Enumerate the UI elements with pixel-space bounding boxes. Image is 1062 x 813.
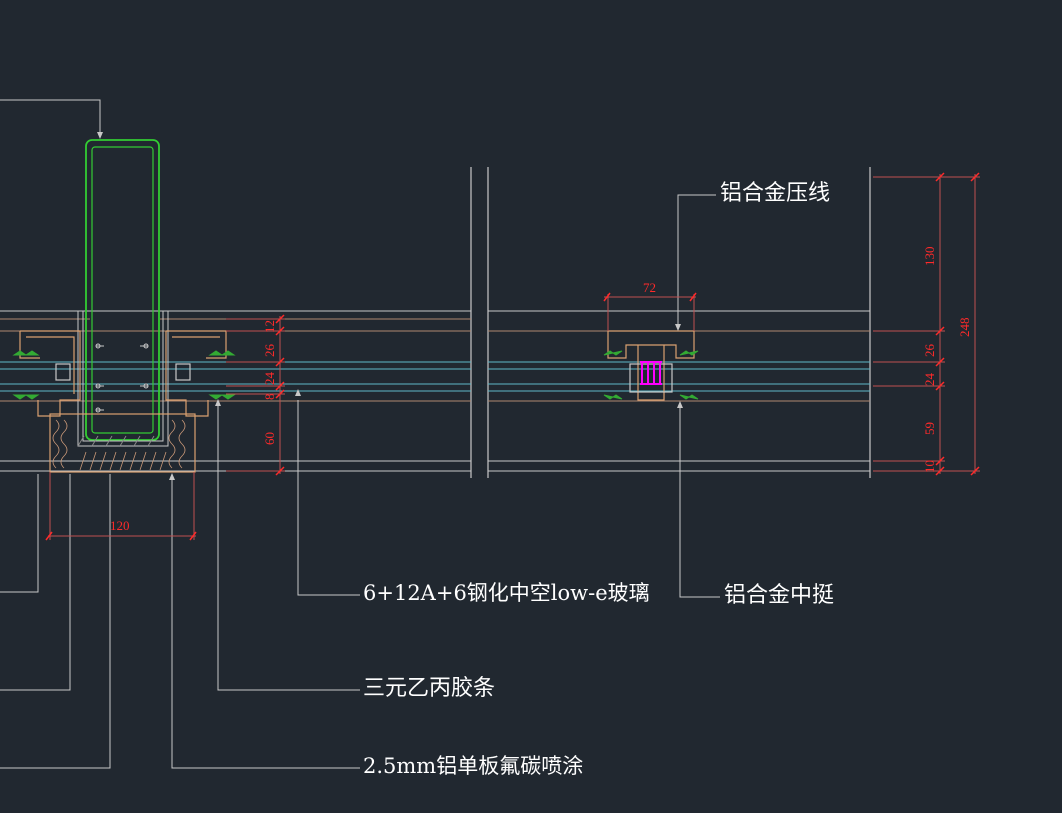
dim-12: 12 <box>262 320 277 333</box>
steel-tube <box>85 139 160 441</box>
label-glass: 6+12A+6钢化中空low-e玻璃 <box>363 581 650 605</box>
bolts <box>95 343 149 413</box>
dim-72: 72 <box>643 280 656 295</box>
leader-lines <box>0 99 720 769</box>
dimension-ticks <box>45 172 980 541</box>
right-mullion-profile <box>607 330 695 401</box>
dim-120: 120 <box>110 518 130 533</box>
dim-130: 130 <box>922 247 937 267</box>
label-panel: 2.5mm铝单板氟碳喷涂 <box>363 754 584 778</box>
dim-24-right: 24 <box>922 373 937 387</box>
reference-lines <box>470 167 871 478</box>
dim-60: 60 <box>262 432 277 445</box>
label-pressure-line: 铝合金压线 <box>720 181 831 206</box>
insulation-block <box>49 413 196 473</box>
label-gasket: 三元乙丙胶条 <box>363 676 496 701</box>
horizontal-layer-lines <box>0 310 870 472</box>
leader-arrows <box>97 132 683 480</box>
gaskets <box>12 350 699 400</box>
dim-8: 8 <box>262 394 277 401</box>
label-mullion: 铝合金中挺 <box>724 583 835 608</box>
dim-24-left: 24 <box>262 372 277 386</box>
dim-59: 59 <box>922 422 937 435</box>
dim-10: 10 <box>922 460 937 473</box>
dim-26-right: 26 <box>922 344 937 358</box>
dim-248: 248 <box>957 318 972 338</box>
dim-26-left: 26 <box>262 344 277 358</box>
dimension-lines <box>48 174 980 540</box>
mullion-highlight <box>640 361 662 385</box>
left-frame-profile <box>19 330 227 417</box>
aluminium-u-panel <box>77 311 169 447</box>
